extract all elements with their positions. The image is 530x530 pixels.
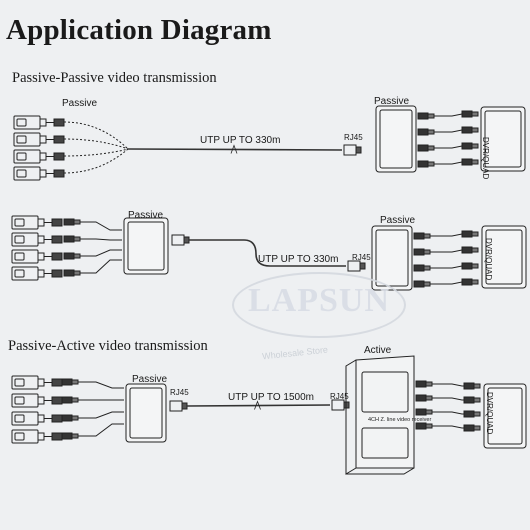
row3-active-label: Active: [364, 345, 392, 356]
row2-passive-right-label: Passive: [380, 215, 416, 226]
row3-rj45-right-label: RJ45: [330, 392, 349, 401]
row2-camera-2: [11, 232, 63, 247]
row1-fanout-wire: [63, 148, 129, 157]
row1-camera-2: [13, 132, 65, 147]
row3-bnc-3: [415, 408, 433, 416]
row1-fanout-wire: [63, 138, 129, 150]
row1-passive-left-label: Passive: [62, 98, 98, 109]
row1-passive-receiver: [375, 105, 417, 173]
bnc-connector: [461, 126, 479, 134]
bnc-connector: [461, 246, 479, 254]
row1-fanout-wire: [63, 148, 129, 174]
page-title: Application Diagram: [6, 14, 272, 46]
bnc-connector: [63, 269, 81, 277]
row3-camera-1: [11, 375, 63, 390]
row3-dvr-label: DVR/QUAD: [485, 392, 494, 435]
row2-bnc-3: [413, 264, 431, 272]
row2-rj45-plug-left: [171, 234, 190, 246]
row2-passive-transmitter: [123, 217, 169, 275]
row1-passive-right-label: Passive: [374, 96, 410, 107]
row2-passive-left-label: Passive: [128, 210, 164, 221]
row3-camera-4: [11, 429, 63, 444]
row2-bnc-4: [413, 280, 431, 288]
row3-rj45-plug-left: [169, 400, 188, 412]
row2-bnc-1: [413, 232, 431, 240]
row2-coax: [80, 259, 122, 274]
row3-receiver-label: 4CH Z. line video receiver: [368, 417, 432, 423]
row3-dvr-quad-box: [483, 383, 527, 449]
bnc-connector: [463, 382, 481, 390]
row2-rj45-label: RJ45: [352, 253, 371, 262]
bnc-connector: [61, 378, 79, 386]
row3-active-receiver: [345, 355, 415, 475]
row1-dvr-label: DVR/QUAD: [481, 137, 490, 180]
row3-utp-cable: [186, 404, 331, 407]
bnc-connector: [461, 230, 479, 238]
row1-rj45-label: RJ45: [344, 133, 363, 142]
row2-dvr-quad-box: [481, 225, 527, 289]
row3-passive-label: Passive: [132, 374, 168, 385]
row1-bnc-4: [417, 160, 435, 168]
row2-cable-label: UTP UP TO 330m: [258, 254, 339, 265]
row1-passive-passive: [13, 105, 526, 181]
cable-break: [230, 144, 238, 154]
bnc-connector: [63, 218, 81, 226]
row3-camera-3: [11, 411, 63, 426]
bnc-connector: [61, 396, 79, 404]
row3-coax: [78, 423, 124, 437]
bnc-connector: [63, 235, 81, 243]
row1-utp-cable: [127, 148, 343, 151]
row1-bnc-3: [417, 144, 435, 152]
row3-cable-label: UTP UP TO 1500m: [228, 392, 314, 403]
row3-camera-2: [11, 393, 63, 408]
bnc-connector: [461, 142, 479, 150]
row3-bnc-2: [415, 394, 433, 402]
row2-camera-3: [11, 249, 63, 264]
row1-rj45-plug: [343, 144, 362, 156]
bnc-connector: [463, 396, 481, 404]
row3-rj45-left-label: RJ45: [170, 388, 189, 397]
watermark-ellipse: [232, 272, 406, 338]
row3-coax: [78, 381, 124, 389]
cable-break: [254, 400, 261, 410]
row1-dvr-quad-box: [480, 106, 526, 172]
bnc-connector: [61, 414, 79, 422]
row2-coax: [80, 238, 122, 241]
row2-camera-4: [11, 266, 63, 281]
row2-coax: [80, 221, 122, 231]
bnc-connector: [461, 278, 479, 286]
row3-bnc-4: [415, 422, 433, 430]
row2-coax: [80, 249, 122, 257]
bnc-connector: [461, 158, 479, 166]
row2-utp-cable: [189, 239, 346, 267]
row2-passive-passive: [11, 215, 527, 291]
row2-camera-1: [11, 215, 63, 230]
row3-passive-transmitter: [125, 383, 167, 443]
row2-rj45-plug-right: [347, 260, 366, 272]
row1-bnc-2: [417, 128, 435, 136]
row3-coax: [78, 411, 124, 419]
bnc-connector: [461, 110, 479, 118]
bnc-connector: [463, 424, 481, 432]
row1-camera-3: [13, 149, 65, 164]
section-heading-passive-active: Passive-Active video transmission: [8, 338, 208, 354]
row3-bnc-1: [415, 380, 433, 388]
bnc-connector: [61, 432, 79, 440]
row3-passive-active: [11, 355, 527, 475]
bnc-connector: [63, 252, 81, 260]
row1-camera-4: [13, 166, 65, 181]
bnc-connector: [461, 262, 479, 270]
row1-camera-1: [13, 115, 65, 130]
row1-fanout-wire: [63, 121, 129, 150]
row1-bnc-1: [417, 112, 435, 120]
watermark-text: LAPSUN: [248, 282, 391, 319]
bnc-connector: [463, 410, 481, 418]
row1-cable-label: UTP UP TO 330m: [200, 135, 281, 146]
row2-bnc-2: [413, 248, 431, 256]
section-heading-passive-passive: Passive-Passive video transmission: [12, 70, 217, 86]
row2-dvr-label: DVR/QUAD: [484, 238, 493, 281]
